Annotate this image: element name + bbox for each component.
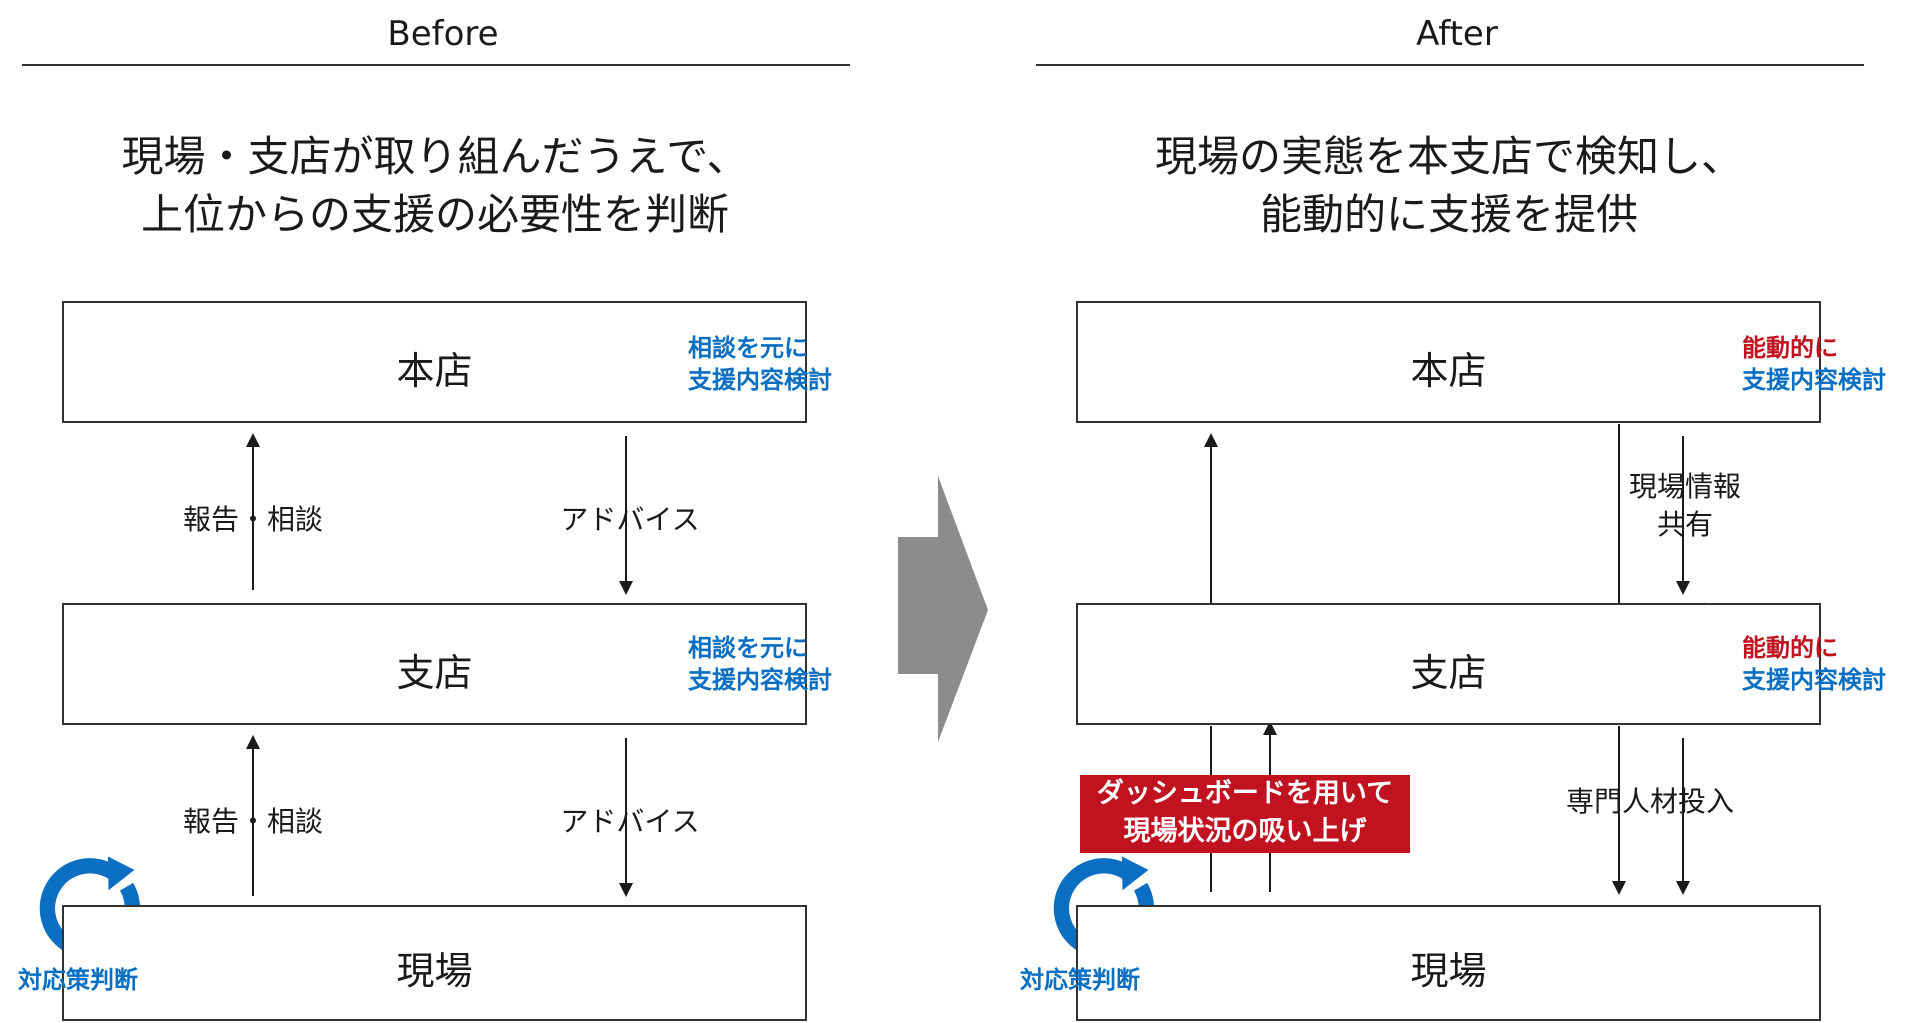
before-header: Before	[387, 14, 499, 54]
before-box-genba	[62, 905, 807, 1021]
before-up-label-1: 報告・相談	[182, 503, 323, 536]
before-rule	[22, 64, 850, 66]
after-share-label-line-1: 現場情報	[1628, 470, 1741, 503]
after-box-genba	[1076, 905, 1821, 1021]
before-subtitle-line-1: 現場・支店が取り組んだうえで、	[121, 132, 749, 181]
after-subtitle-line-2: 能動的に支援を提供	[1259, 190, 1638, 239]
after-box-shiten	[1076, 603, 1821, 725]
before-down-label-1: アドバイス	[560, 503, 700, 536]
transition-arrow	[898, 476, 988, 742]
after-middle-note-line-1: 能動的に	[1742, 634, 1838, 662]
before-box-honten-label: 本店	[396, 349, 473, 393]
after-box-shiten-label: 支店	[1410, 651, 1487, 695]
before-box-honten	[62, 301, 807, 423]
after-subtitle-line-1: 現場の実態を本支店で検知し、	[1154, 132, 1743, 181]
after-top-note-line-2: 支援内容検討	[1742, 366, 1886, 394]
before-up-label-2: 報告・相談	[182, 805, 323, 838]
before-top-note: 相談を元に 支援内容検討	[688, 332, 832, 396]
before-top-note-line-2: 支援内容検討	[688, 366, 832, 394]
after-rule	[1036, 64, 1864, 66]
dashboard-banner: ダッシュボードを用いて 現場状況の吸い上げ	[1080, 775, 1410, 853]
after-subtitle: 現場の実態を本支店で検知し、 能動的に支援を提供	[1028, 128, 1870, 244]
before-box-genba-label: 現場	[396, 949, 473, 993]
after-middle-note-line-2: 支援内容検討	[1742, 666, 1886, 694]
before-subtitle-line-2: 上位からの支援の必要性を判断	[140, 190, 729, 239]
before-middle-note: 相談を元に 支援内容検討	[688, 632, 832, 696]
before-middle-note-line-1: 相談を元に	[688, 634, 808, 662]
after-box-honten	[1076, 301, 1821, 423]
before-box-shiten-label: 支店	[396, 651, 473, 695]
after-header: After	[1416, 14, 1498, 54]
before-top-note-line-1: 相談を元に	[688, 334, 808, 362]
after-top-note: 能動的に 支援内容検討	[1742, 332, 1886, 396]
after-box-honten-label: 本店	[1410, 349, 1487, 393]
before-middle-note-line-2: 支援内容検討	[688, 666, 832, 694]
before-down-label-2: アドバイス	[560, 805, 700, 838]
after-share-label-line-2: 共有	[1656, 508, 1713, 541]
dashboard-banner-line-1: ダッシュボードを用いて	[1096, 778, 1394, 809]
after-top-note-line-1: 能動的に	[1742, 334, 1838, 362]
dashboard-banner-line-2: 現場状況の吸い上げ	[1123, 816, 1367, 847]
after-box-genba-label: 現場	[1410, 949, 1487, 993]
after-middle-note: 能動的に 支援内容検討	[1742, 632, 1886, 696]
before-bottom-note: 対応策判断	[18, 966, 138, 994]
before-box-shiten	[62, 603, 807, 725]
after-bottom-note: 対応策判断	[1020, 966, 1140, 994]
after-share-label: 現場情報 共有	[1610, 468, 1760, 544]
after-dispatch-label: 専門人材投入	[1565, 785, 1734, 818]
before-subtitle: 現場・支店が取り組んだうえで、 上位からの支援の必要性を判断	[14, 128, 856, 244]
